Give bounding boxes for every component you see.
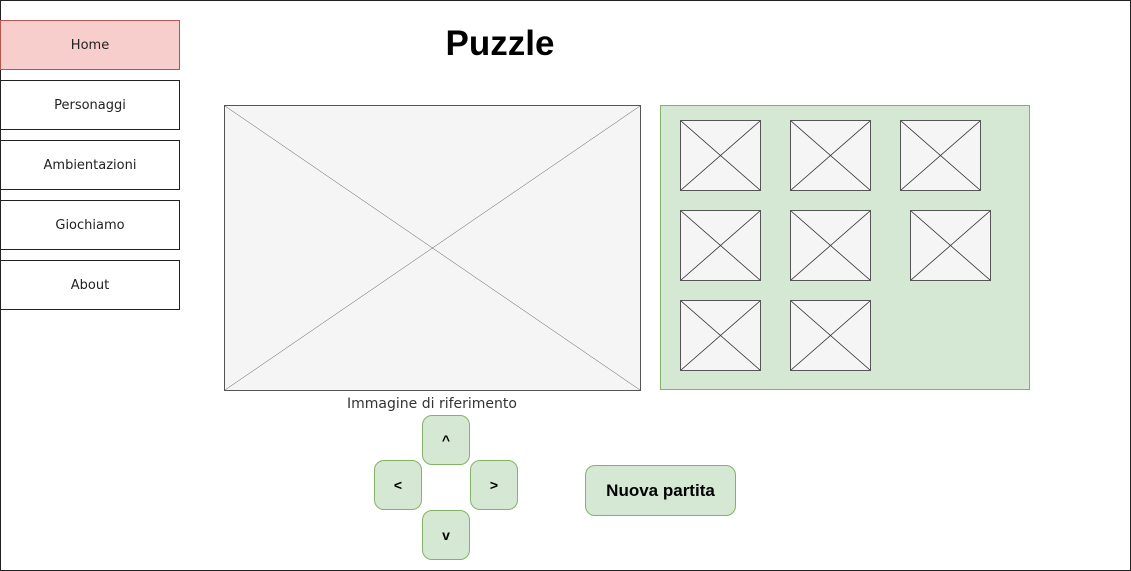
puzzle-tile-7[interactable]	[680, 300, 761, 371]
puzzle-tile-8[interactable]	[790, 300, 871, 371]
image-placeholder-icon	[791, 301, 870, 370]
image-placeholder-icon	[681, 211, 760, 280]
nav-item-home[interactable]: Home	[0, 20, 180, 70]
image-placeholder-icon	[791, 121, 870, 190]
image-placeholder-icon	[791, 211, 870, 280]
puzzle-tile-1[interactable]	[680, 120, 761, 191]
nav-item-ambientazioni[interactable]: Ambientazioni	[0, 140, 180, 190]
move-down-button[interactable]: v	[422, 510, 470, 560]
nav-item-about[interactable]: About	[0, 260, 180, 310]
nav-item-personaggi[interactable]: Personaggi	[0, 80, 180, 130]
move-left-button[interactable]: <	[374, 460, 422, 510]
puzzle-tile-4[interactable]	[680, 210, 761, 281]
puzzle-tile-5[interactable]	[790, 210, 871, 281]
new-game-button[interactable]: Nuova partita	[585, 465, 736, 516]
image-placeholder-icon	[225, 106, 640, 390]
puzzle-tile-3[interactable]	[900, 120, 981, 191]
nav-item-giochiamo[interactable]: Giochiamo	[0, 200, 180, 250]
reference-image-caption: Immagine di riferimento	[347, 396, 517, 412]
reference-image	[224, 105, 641, 391]
image-placeholder-icon	[901, 121, 980, 190]
move-up-button[interactable]: ^	[422, 415, 470, 465]
puzzle-tile-2[interactable]	[790, 120, 871, 191]
move-right-button[interactable]: >	[470, 460, 518, 510]
image-placeholder-icon	[681, 121, 760, 190]
page-title: Puzzle	[445, 24, 555, 63]
puzzle-tile-6[interactable]	[910, 210, 991, 281]
image-placeholder-icon	[681, 301, 760, 370]
image-placeholder-icon	[911, 211, 990, 280]
